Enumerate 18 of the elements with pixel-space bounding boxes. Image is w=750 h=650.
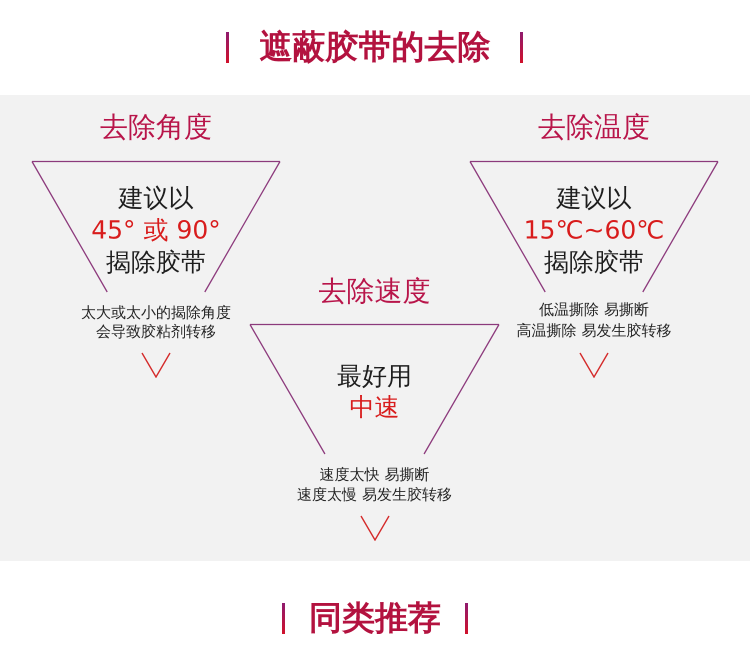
funnel-heading: 去除角度: [100, 110, 212, 144]
note-text: 速度太慢 易发生胶转移: [297, 486, 452, 504]
funnel-heading: 去除温度: [538, 110, 650, 144]
note-text: 高温撕除 易发生胶转移: [516, 322, 672, 340]
funnel-text: 最好用: [337, 360, 412, 392]
funnel-text: 揭除胶带: [106, 246, 206, 278]
funnel-text: 建议以: [556, 182, 632, 214]
note-text: 低温撕除 易撕断: [539, 300, 649, 320]
funnel-text: 建议以: [118, 182, 194, 214]
page-title: 遮蔽胶带的去除: [260, 28, 490, 66]
note-text: 速度太快 易撕断: [320, 466, 430, 484]
highlight-text: 15℃~60℃: [524, 214, 664, 246]
highlight-text: 中速: [350, 391, 400, 423]
funnel-heading: 去除速度: [318, 274, 430, 308]
funnel-text: 揭除胶带: [544, 246, 644, 278]
note-text: 太大或太小的揭除角度会导致胶粘剂转移: [80, 303, 232, 341]
section-heading: 同类推荐: [309, 600, 441, 636]
highlight-text: 45° 或 90°: [91, 214, 221, 246]
